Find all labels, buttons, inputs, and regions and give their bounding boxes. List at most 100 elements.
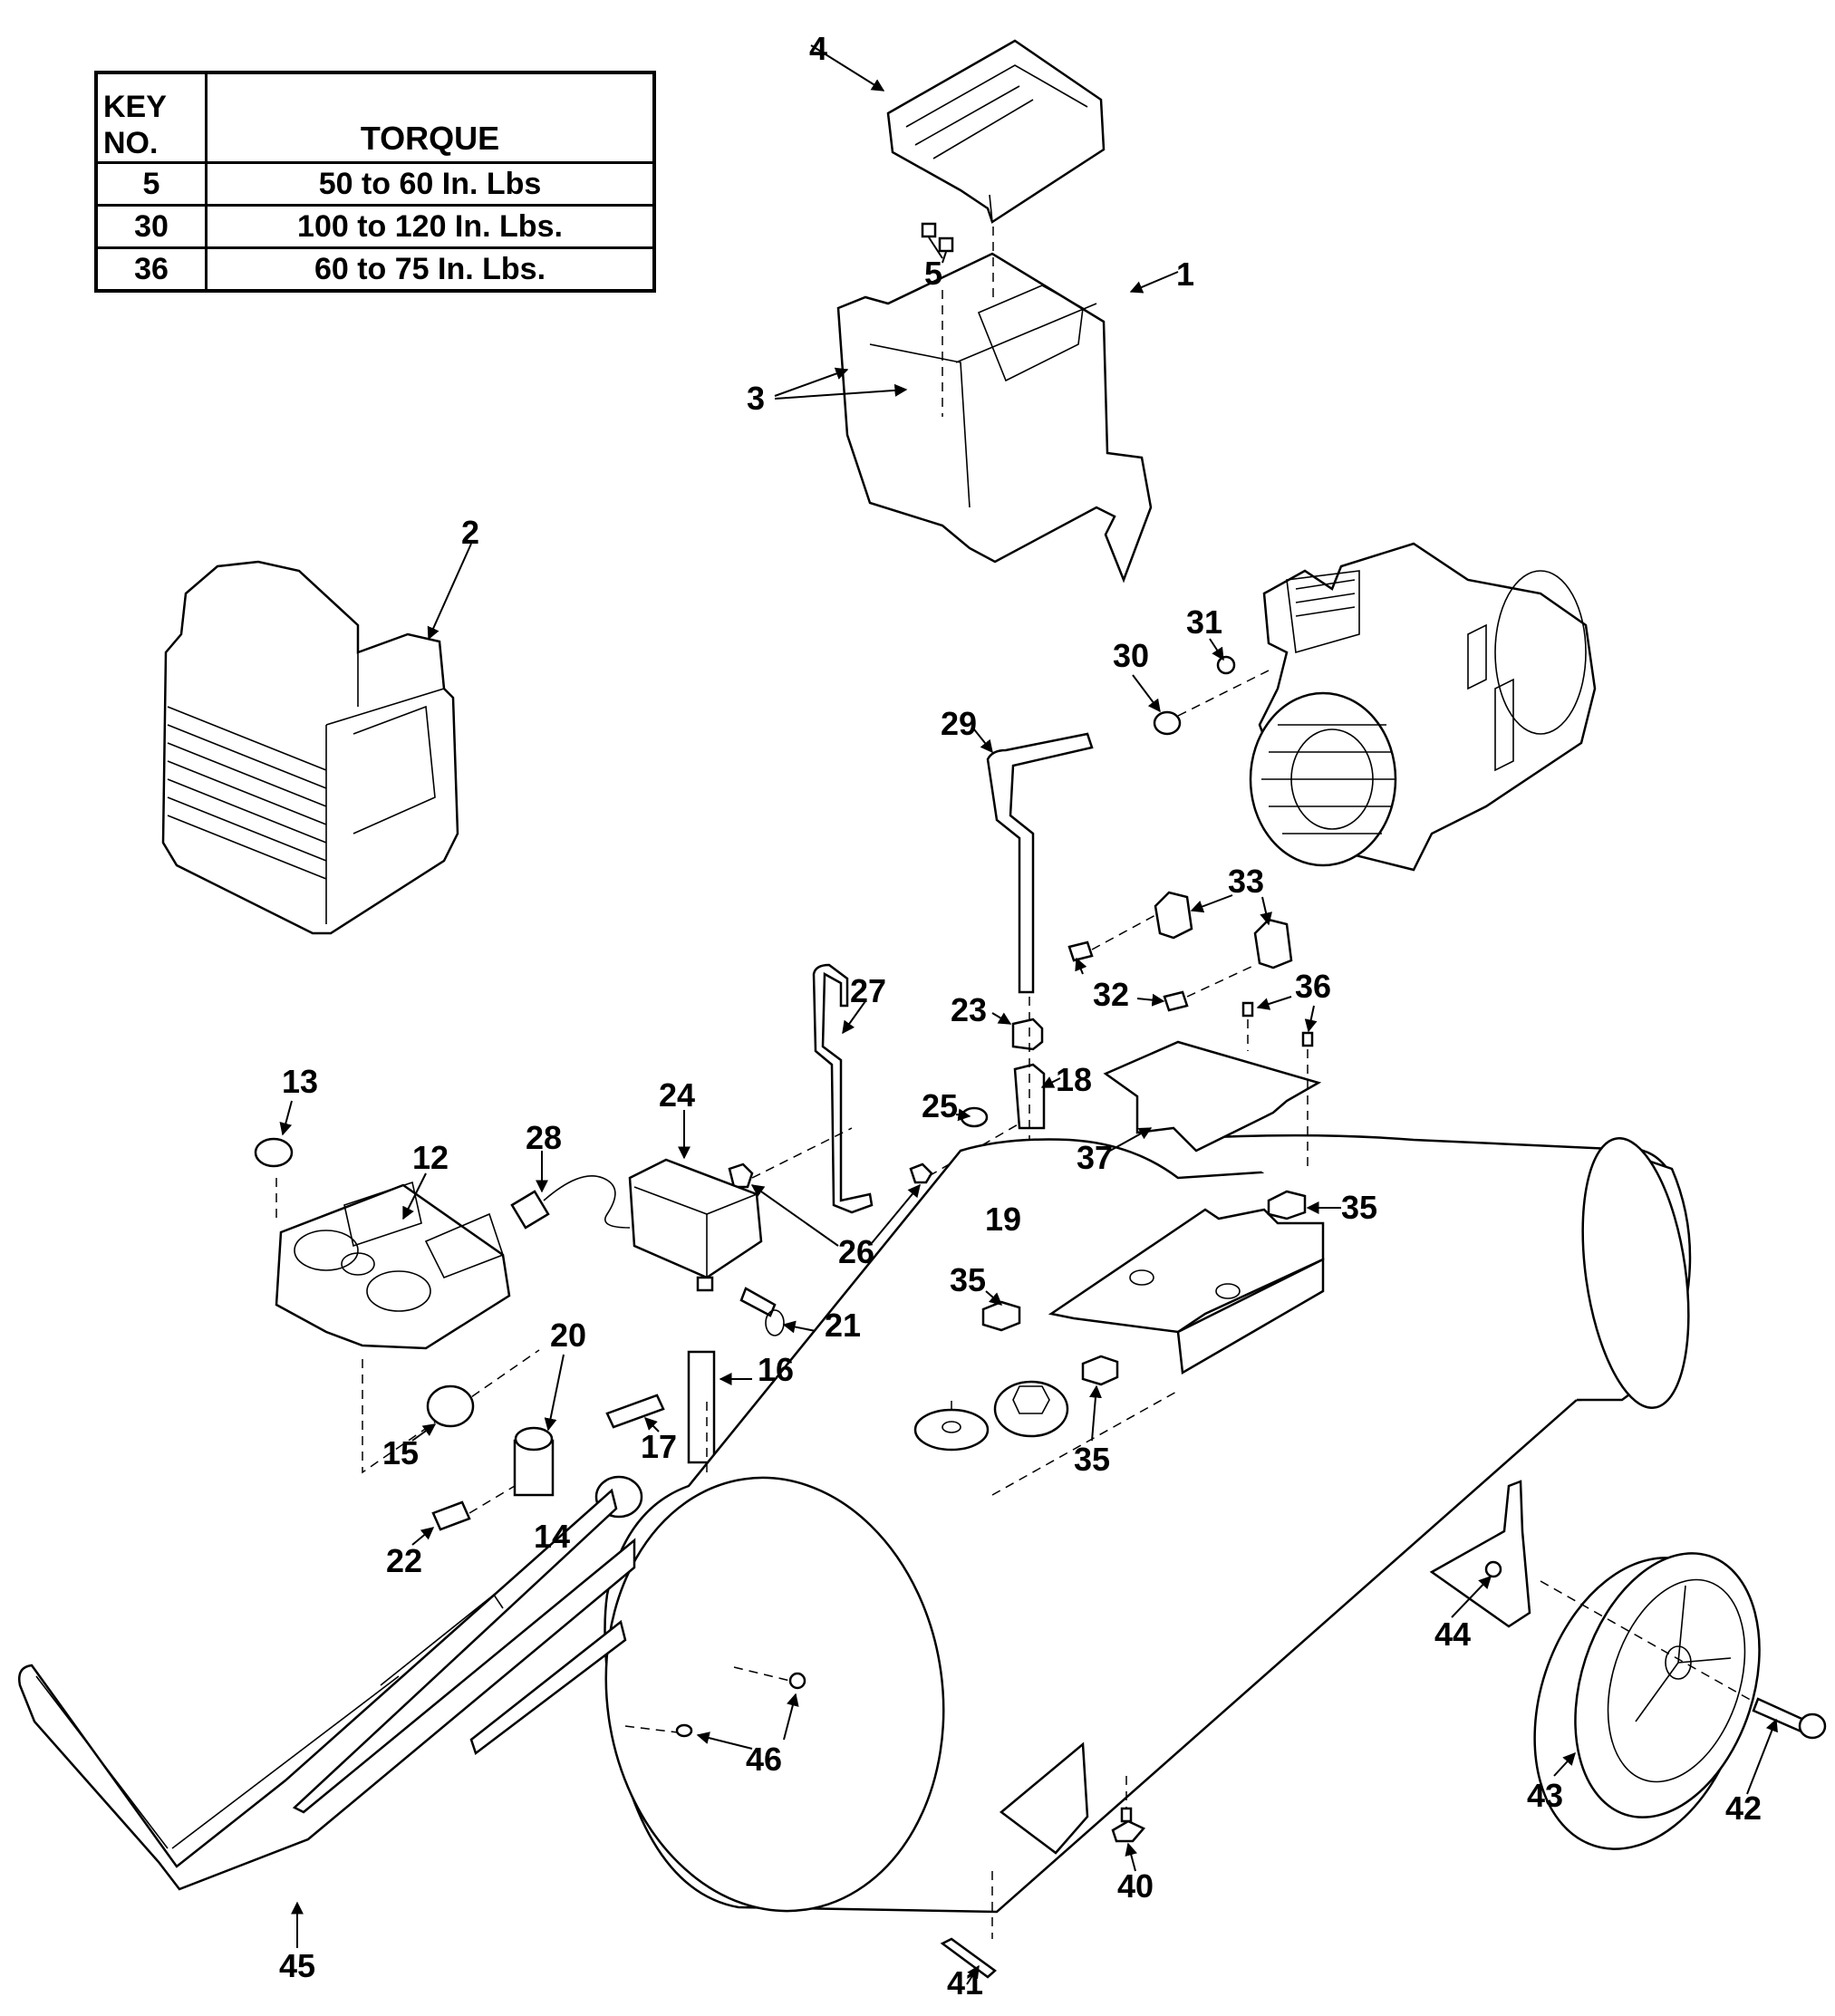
part-40-drain-valve bbox=[1111, 1807, 1146, 1872]
callout-16: 16 bbox=[758, 1351, 794, 1388]
part-31-washer bbox=[1209, 638, 1236, 675]
callout-23: 23 bbox=[951, 991, 987, 1028]
callout-29: 29 bbox=[941, 705, 977, 742]
air-tank bbox=[604, 1133, 1692, 1914]
callout-5: 5 bbox=[924, 255, 942, 292]
callout-26: 26 bbox=[838, 1233, 874, 1270]
callout-12: 12 bbox=[412, 1139, 449, 1176]
part-41-pad bbox=[940, 1937, 997, 1985]
part-3-leader bbox=[774, 383, 908, 400]
callout-28: 28 bbox=[526, 1119, 562, 1156]
callout-13: 13 bbox=[282, 1063, 318, 1100]
callout-3: 3 bbox=[747, 380, 765, 417]
key-no-cell: 30 bbox=[94, 204, 208, 249]
part-13-grommet bbox=[254, 1100, 294, 1168]
key-header-line1: KEY bbox=[103, 90, 167, 124]
table-header-row: KEY NO. TORQUE bbox=[94, 71, 656, 164]
part-20-regulator bbox=[513, 1354, 565, 1497]
pump-mounting-bracket bbox=[1048, 1208, 1325, 1375]
part-2-shroud-back bbox=[161, 543, 472, 935]
callout-42: 42 bbox=[1725, 1789, 1762, 1827]
callout-31: 31 bbox=[1186, 603, 1222, 641]
callout-17: 17 bbox=[641, 1428, 677, 1465]
part-37-plate bbox=[1103, 1040, 1322, 1153]
part-4-leader bbox=[810, 44, 885, 92]
part-46-screws bbox=[624, 1666, 806, 1750]
part-45-handle bbox=[18, 1488, 636, 1948]
part-22-quick-coupler bbox=[411, 1500, 471, 1546]
callout-20: 20 bbox=[550, 1317, 586, 1354]
part-3-leader bbox=[774, 367, 849, 397]
part-21-safety-valve bbox=[739, 1287, 821, 1336]
callout-22: 22 bbox=[386, 1542, 422, 1579]
part-4-top-cover bbox=[886, 39, 1106, 224]
part-29-outlet-tube bbox=[973, 728, 1094, 994]
part-27-alignment-line bbox=[751, 1127, 853, 1179]
callout-15: 15 bbox=[382, 1434, 419, 1471]
part-12-console bbox=[275, 1172, 511, 1350]
torque-cell: 100 to 120 In. Lbs. bbox=[205, 204, 656, 249]
part-17-nipple bbox=[605, 1394, 665, 1432]
part-27-tube bbox=[812, 963, 874, 1214]
table-row: 5 50 to 60 In. Lbs bbox=[94, 161, 656, 207]
callout-21: 21 bbox=[825, 1307, 861, 1344]
table-row: 36 60 to 75 In. Lbs. bbox=[94, 246, 656, 293]
part-42-axle-bolt bbox=[1746, 1697, 1827, 1795]
tank-alignment-line bbox=[991, 1390, 1179, 1496]
callout-37: 37 bbox=[1077, 1139, 1113, 1176]
part-24-pressure-switch bbox=[628, 1110, 763, 1292]
part-5-screws bbox=[921, 222, 954, 264]
key-no-header: KEY NO. bbox=[94, 71, 208, 164]
callout-33: 33 bbox=[1228, 863, 1264, 900]
key-no-cell: 5 bbox=[94, 161, 208, 207]
part-30-alignment-line bbox=[1177, 670, 1270, 717]
console-alignment-line bbox=[362, 1349, 540, 1474]
callout-19: 19 bbox=[985, 1201, 1021, 1238]
part-35-isolators bbox=[981, 1190, 1341, 1442]
tank-flange-and-gasket bbox=[913, 1380, 1069, 1452]
callout-14: 14 bbox=[534, 1518, 570, 1555]
callout-46: 46 bbox=[746, 1741, 782, 1778]
callout-36: 36 bbox=[1295, 968, 1331, 1005]
part-26-nuts bbox=[728, 1162, 933, 1247]
callout-27: 27 bbox=[850, 972, 886, 1009]
part-32-bolts bbox=[1067, 914, 1256, 1012]
callout-35: 35 bbox=[1341, 1189, 1377, 1226]
tank-foot bbox=[999, 1741, 1089, 1855]
callout-18: 18 bbox=[1056, 1061, 1092, 1098]
part-36-screws bbox=[1241, 996, 1318, 1169]
torque-header: TORQUE bbox=[205, 71, 656, 164]
callout-25: 25 bbox=[922, 1087, 958, 1124]
callout-1: 1 bbox=[1176, 256, 1194, 293]
callout-43: 43 bbox=[1527, 1777, 1563, 1814]
axle-alignment-line bbox=[1540, 1580, 1754, 1703]
callout-4: 4 bbox=[809, 30, 827, 67]
callout-44: 44 bbox=[1434, 1616, 1471, 1653]
callout-35: 35 bbox=[1074, 1441, 1110, 1478]
callout-labels: 1 2 3 4 5 12 13 14 15 16 17 18 19 20 21 … bbox=[279, 30, 1762, 2002]
pump-motor-assembly bbox=[1249, 542, 1597, 872]
key-no-cell: 36 bbox=[94, 246, 208, 293]
part-16-tee bbox=[687, 1350, 752, 1464]
callout-24: 24 bbox=[659, 1076, 695, 1114]
part-30-fitting bbox=[1132, 674, 1182, 736]
key-header-line2: NO. bbox=[103, 126, 159, 160]
part-25-nipple bbox=[955, 1106, 989, 1128]
part-28-power-cord bbox=[510, 1151, 631, 1230]
regulator-alignment-line bbox=[468, 1485, 516, 1514]
part-23-nut bbox=[991, 1012, 1044, 1051]
torque-cell: 60 to 75 In. Lbs. bbox=[205, 246, 656, 293]
callout-32: 32 bbox=[1093, 976, 1129, 1013]
part-33-rubber-feet bbox=[1154, 891, 1293, 969]
callout-45: 45 bbox=[279, 1947, 315, 1984]
callout-35: 35 bbox=[950, 1261, 986, 1298]
torque-cell: 50 to 60 In. Lbs bbox=[205, 161, 656, 207]
table-row: 30 100 to 120 In. Lbs. bbox=[94, 204, 656, 249]
callout-30: 30 bbox=[1113, 637, 1149, 674]
part-15-gauge bbox=[411, 1384, 475, 1442]
wheel-bracket bbox=[1429, 1480, 1531, 1628]
callout-41: 41 bbox=[947, 1964, 983, 2002]
callout-2: 2 bbox=[461, 514, 479, 551]
part-18-check-valve bbox=[1013, 1063, 1061, 1130]
